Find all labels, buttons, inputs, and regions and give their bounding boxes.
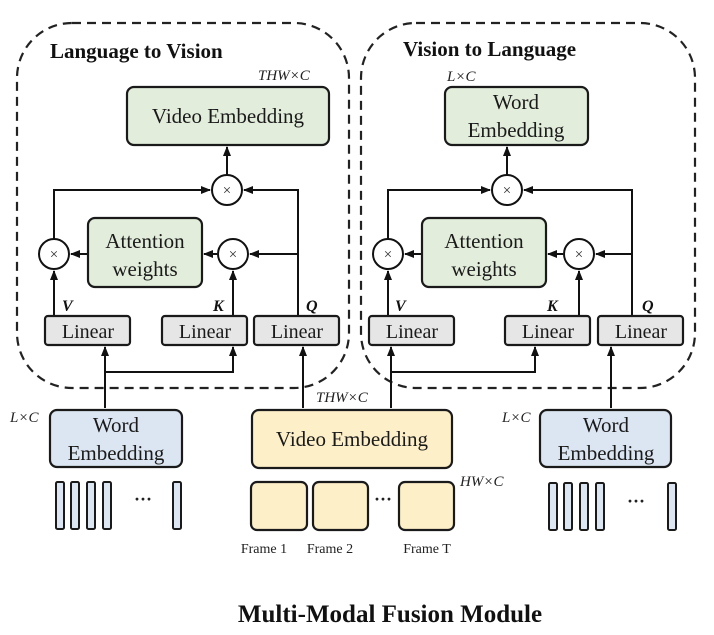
word-token-bar [70,481,80,530]
dim-label-thwc-bottom: THW×C [316,390,369,406]
v-label-left: V [62,298,74,315]
attention-label-line2-right: weights [451,257,516,281]
attention-label-line1-right: Attention [444,229,524,253]
v-label-right: V [395,298,407,315]
ellipsis-right: ··· [627,491,645,511]
frame-box-t [397,480,456,532]
figure-caption: Multi-Modal Fusion Module [238,601,542,628]
frame-box-2 [311,480,370,532]
arrow-v-to-top-mult-right [387,186,491,239]
linear-q-label-left: Linear [271,321,324,343]
video-embedding-box [250,408,454,470]
video-embedding-input: THW×C Video Embedding HW×C ··· Frame 1 F… [241,390,505,557]
dim-label-lc-right: L×C [501,410,531,426]
word-embedding-input-right: L×C Word Embedding ··· [501,408,677,531]
ellipsis-frames: ··· [374,489,392,509]
panel-vision-to-language: Vision to Language L×C Word Embedding At… [359,21,697,408]
panel-border-right [359,21,697,390]
attention-label-line1-left: Attention [105,229,185,253]
multiply-icon: × [211,174,243,206]
word-token-bar [102,481,112,530]
attention-weights-box-left [86,216,204,289]
word-token-bar [548,482,558,531]
dim-label-lc-left: L×C [9,410,39,426]
multiply-icon: × [491,174,523,206]
word-token-bars-right [548,482,677,531]
word-token-bar [667,482,677,531]
word-token-bars-left [55,481,182,530]
multiply-icon: × [38,238,70,270]
linear-v-box-right [367,314,456,347]
linear-v-box-left [43,314,132,347]
word-token-bar [595,482,605,531]
arrow-video-to-k-linear-right [391,346,539,373]
word-embedding-box-right [538,408,673,469]
panel-title-right: Vision to Language [403,37,576,61]
word-embedding-line1-right: Word [583,413,630,437]
arrow-word-to-k-linear-left [105,346,237,373]
word-embedding-box-left [48,408,184,469]
word-token-bar [55,481,65,530]
video-embedding-output-label: Video Embedding [152,104,305,128]
word-embedding-line2-left: Embedding [68,441,165,465]
linear-q-box-left [252,314,341,347]
video-embedding-output-box [125,85,331,147]
arrow-q-to-top-mult-left [243,186,299,316]
multiply-icon: × [372,238,404,270]
frame-label-2: Frame 2 [307,542,353,557]
panel-title-left: Language to Vision [50,39,223,63]
linear-v-label-right: Linear [386,321,439,343]
attention-label-line2-left: weights [112,257,177,281]
word-embedding-output-box [443,85,590,147]
arrow-q-to-top-mult-right [523,186,633,316]
k-label-right: K [546,298,559,315]
svg-text:×: × [50,247,58,263]
word-embedding-output-line1: Word [493,90,540,114]
frame-label-t: Frame T [403,542,451,557]
frame-box-1 [249,480,309,532]
dim-label-lc-top: L×C [446,69,476,85]
word-embedding-input-left: L×C Word Embedding ··· [9,408,184,530]
multiply-icon: × [563,238,595,270]
dim-label-hwc: HW×C [459,474,504,490]
svg-text:×: × [223,183,231,199]
svg-text:×: × [503,183,511,199]
q-label-right: Q [642,298,654,315]
word-embedding-line2-right: Embedding [558,441,655,465]
linear-q-box-right [596,314,685,347]
word-token-bar [172,481,182,530]
linear-k-label-left: Linear [179,321,232,343]
video-embedding-label: Video Embedding [276,427,429,451]
word-token-bar [563,482,573,531]
svg-text:×: × [384,247,392,263]
q-label-left: Q [306,298,318,315]
multiply-icon: × [217,238,249,270]
dim-label-thwc-top: THW×C [258,68,311,84]
linear-k-label-right: Linear [522,321,575,343]
ellipsis-left: ··· [134,489,152,509]
frame-label-1: Frame 1 [241,542,287,557]
arrow-v-to-top-mult-left [53,186,211,239]
linear-v-label-left: Linear [62,321,115,343]
word-embedding-line1-left: Word [93,413,140,437]
word-embedding-output-line2: Embedding [468,118,565,142]
svg-text:×: × [229,247,237,263]
attention-weights-box-right [420,216,548,289]
linear-q-label-right: Linear [615,321,668,343]
svg-text:×: × [575,247,583,263]
word-token-bar [86,481,96,530]
word-token-bar [579,482,589,531]
panel-language-to-vision: Language to Vision THW×C Video Embedding… [15,21,351,408]
panel-border-left [15,21,351,390]
k-label-left: K [212,298,225,315]
linear-k-box-right [503,314,592,347]
linear-k-box-left [160,314,249,347]
